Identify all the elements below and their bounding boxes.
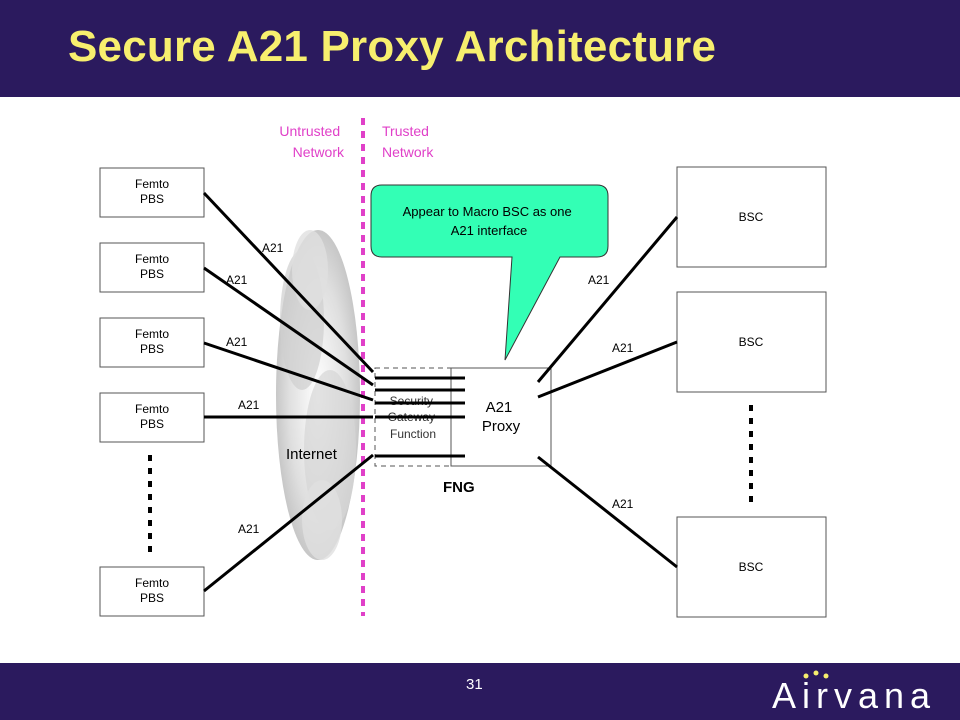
- svg-text:BSC: BSC: [739, 210, 764, 224]
- bsc-link-label-3: A21: [612, 497, 634, 511]
- untrusted-network-label: Untrusted Network: [279, 123, 345, 160]
- svg-text:Femto: Femto: [135, 327, 169, 341]
- femto-link-label-1: A21: [262, 241, 284, 255]
- femto-links: [202, 191, 375, 593]
- femto-link-label-4: A21: [238, 398, 260, 412]
- svg-text:Femto: Femto: [135, 576, 169, 590]
- femto-pbs-1: Femto PBS: [99, 167, 205, 218]
- bsc-1: BSC: [676, 166, 827, 268]
- page-number: 31: [466, 676, 483, 693]
- femto-pbs-4: Femto PBS: [99, 392, 205, 443]
- femto-pbs-5: Femto PBS: [99, 566, 205, 617]
- svg-text:PBS: PBS: [140, 591, 164, 605]
- svg-text:PBS: PBS: [140, 417, 164, 431]
- gateway-internal-links: [375, 376, 465, 458]
- svg-text:Femto: Femto: [135, 402, 169, 416]
- femto-pbs-2: Femto PBS: [99, 242, 205, 293]
- airvana-logo: Airvana: [772, 675, 937, 716]
- footer-bar: [0, 663, 960, 720]
- logo-dots-icon: [803, 670, 829, 679]
- slide-title: Secure A21 Proxy Architecture: [68, 22, 717, 71]
- svg-text:PBS: PBS: [140, 267, 164, 281]
- bsc-link-label-1: A21: [588, 273, 610, 287]
- title-bar: Secure A21 Proxy Architecture: [0, 0, 960, 97]
- internet-label: Internet: [286, 446, 338, 463]
- svg-text:Femto: Femto: [135, 177, 169, 191]
- svg-text:BSC: BSC: [739, 335, 764, 349]
- femto-pbs-3: Femto PBS: [99, 317, 205, 368]
- femto-link-label-5: A21: [238, 522, 260, 536]
- svg-text:BSC: BSC: [739, 560, 764, 574]
- svg-text:PBS: PBS: [140, 342, 164, 356]
- callout-text: Appear to Macro BSC as one A21 interface: [403, 204, 576, 238]
- svg-text:Femto: Femto: [135, 252, 169, 266]
- fng-label: FNG: [443, 479, 475, 496]
- a21-proxy-label: A21 Proxy: [482, 399, 521, 435]
- bsc-link-label-2: A21: [612, 341, 634, 355]
- svg-text:PBS: PBS: [140, 192, 164, 206]
- femto-link-label-3: A21: [226, 335, 248, 349]
- a21-proxy-box: [450, 367, 552, 467]
- bsc-2: BSC: [676, 291, 827, 393]
- trusted-network-label: Trusted Network: [382, 123, 434, 160]
- bsc-links: [536, 216, 679, 569]
- bsc-3: BSC: [676, 516, 827, 618]
- femto-link-label-2: A21: [226, 273, 248, 287]
- callout-bubble: [370, 184, 609, 361]
- internet-cloud: [276, 230, 360, 560]
